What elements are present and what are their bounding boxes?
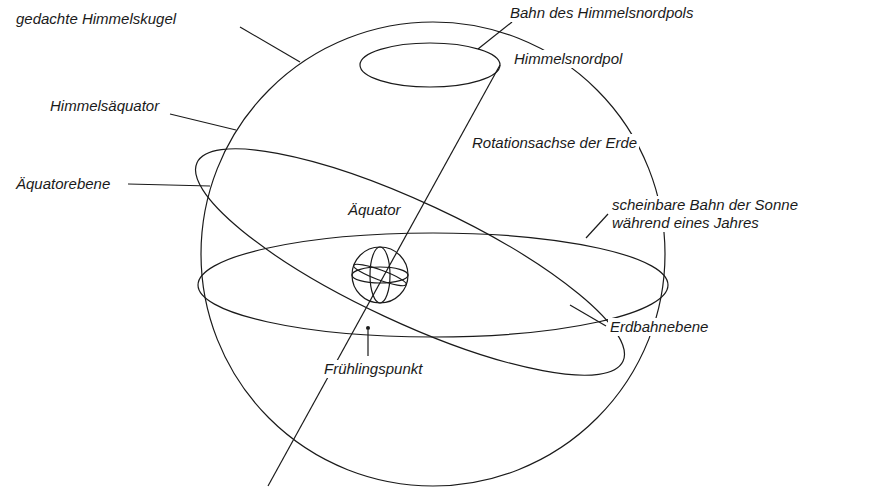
leader-line [570, 305, 606, 326]
leader-line [586, 214, 608, 238]
part-label: gedachte Himmelskugel [14, 10, 178, 28]
part-label: Himmelsnordpol [512, 50, 624, 68]
earth-meridian [370, 247, 390, 303]
leader-line [367, 330, 368, 356]
part-label: Bahn des Himmelsnordpols [508, 4, 695, 22]
part-label: Himmelsäquator [48, 97, 161, 115]
ecliptic-plane-ellipse [198, 233, 668, 337]
part-label: Rotationsachse der Erde [470, 134, 639, 152]
part-label: Äquator [346, 201, 403, 219]
rotation-axis [268, 65, 500, 486]
leader-line [478, 22, 512, 49]
celestial-sphere [201, 22, 665, 486]
earth-orbit-trace [352, 261, 408, 290]
leader-line [240, 27, 300, 62]
earth-sphere [352, 247, 408, 303]
part-label: Frühlingspunkt [322, 360, 424, 378]
part-label: Äquatorebene [14, 175, 112, 193]
equator-plane-ellipse [172, 108, 649, 415]
leader-line [128, 184, 210, 186]
leader-line [170, 114, 236, 130]
pole-path-ellipse [360, 43, 500, 87]
part-label: Erdbahnebene [608, 318, 710, 336]
part-label: scheinbare Bahn der Sonne während eines … [610, 196, 829, 232]
vernal-point-dot [366, 326, 370, 330]
